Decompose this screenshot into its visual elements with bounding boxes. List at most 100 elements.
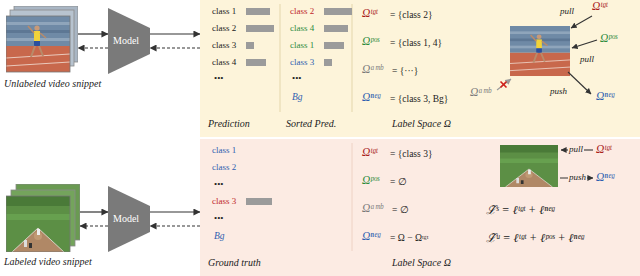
athletics-snippet-part-part	[6, 62, 70, 66]
prediction-bar	[246, 8, 274, 66]
panel-text: Ωᵗᵍᵗ	[592, 0, 607, 14]
panel-text: pull	[568, 144, 584, 155]
baseball-thumbnail-part	[500, 159, 558, 164]
panel-text: = Ω − Ωᵗᵍᵗ	[390, 233, 428, 244]
panel-text: Ωⁿᵉᵍ	[596, 90, 614, 104]
athletics-thumbnail-part	[510, 53, 570, 76]
labeled-panel: class 1class 2•••class 3•••BgGround trut…	[200, 139, 640, 276]
prediction-bar-part	[246, 59, 266, 66]
athletics-thumbnail-part	[536, 39, 542, 48]
sorted-bar-part	[324, 59, 332, 66]
panel-text: class 3	[212, 196, 236, 207]
panel-text: class 4	[290, 23, 314, 34]
truth-bar	[246, 198, 272, 205]
panel-text: Ωᵖᵒˢ	[600, 32, 617, 46]
panel-text: class 1	[212, 6, 236, 17]
panel-text: Prediction	[208, 118, 250, 130]
panel-text: Bg	[292, 92, 303, 103]
athletics-snippet-part	[6, 16, 70, 72]
blocked-mark-part	[501, 82, 507, 88]
unlabeled-panel: class 1 class 2 class 3 class 4 ••• Predictio…	[200, 0, 640, 137]
video-snippet: Labeled video snippet	[6, 184, 80, 252]
athletics-thumbnail-part	[542, 41, 548, 45]
gradient-arrow	[80, 225, 108, 226]
pull-push-arrow	[497, 16, 597, 94]
snippet-caption: Unlabeled video snippet	[4, 78, 101, 90]
athletics-snippet-part-part	[6, 16, 70, 46]
panel-text: pull	[580, 54, 594, 65]
sorted-bar-part	[324, 42, 344, 49]
athletics-snippet-part-part	[40, 33, 46, 38]
baseball-snippet-part-part	[24, 240, 27, 247]
unlabeled-panel-art-part	[280, 4, 281, 112]
panel-text: class 3	[212, 40, 236, 51]
athletics-snippet-part-part	[34, 31, 40, 41]
snippet-caption: Labeled video snippet	[4, 256, 92, 268]
panel-text: •••	[292, 73, 301, 84]
panel-text: Ωⁿᵉᵍ	[596, 171, 614, 185]
panel-text: Ωⁿᵉᵍ	[362, 91, 380, 105]
baseball-snippet-part-part	[6, 196, 70, 206]
panel-text: •••	[214, 73, 223, 84]
athletics-snippet-part-part	[6, 46, 70, 72]
baseball-thumbnail-part	[500, 145, 558, 153]
sorted-bar-part	[324, 8, 352, 15]
baseball-thumbnail-part	[528, 170, 531, 175]
panel-text: Ωᵗᵍᵗ	[596, 143, 611, 157]
panel-text: ℒ̃ᵘ = ℓᵗᵍᵗ + ℓᵖᵒˢ + ℓⁿᵉᵍ	[486, 231, 584, 245]
athletics-thumbnail-part	[510, 26, 570, 53]
baseball-snippet-part-part	[29, 243, 32, 248]
panel-text: Ωᵗᵍᵗ	[362, 7, 377, 21]
panel-text: Ωᵃᵐᵇ	[362, 63, 383, 77]
athletics-snippet-part-part	[6, 22, 70, 25]
baseball-snippet-part-part	[6, 196, 70, 252]
athletics-snippet-part-part	[6, 54, 70, 58]
panel-text: Ωᵖᵒˢ	[362, 35, 379, 49]
blocked-mark-part	[501, 82, 507, 88]
panel-text: class 1	[290, 40, 314, 51]
panel-text: Sorted Pred.	[286, 118, 336, 130]
baseball-snippet	[6, 184, 80, 252]
baseball-snippet-part	[6, 196, 70, 252]
prediction-bar-part	[246, 8, 270, 15]
athletics-thumbnail-part	[510, 60, 570, 64]
unlabeled-panel-art-part	[352, 4, 353, 112]
baseball-thumbnail-part	[529, 169, 553, 187]
panel-text: class 4	[212, 57, 236, 68]
panel-text: Label Space Ω	[392, 118, 451, 130]
panel-text: = {class 1, 4}	[390, 38, 442, 49]
panel-text: Ωᵃᵐᵇ	[362, 202, 383, 216]
labeled-panel-art-part	[352, 143, 353, 251]
baseball-thumbnail-part	[500, 145, 558, 187]
flow-arrow	[78, 33, 108, 34]
baseball-thumbnail-part	[505, 169, 552, 187]
panel-text: = {class 3, Bg}	[390, 94, 448, 105]
panel-text: Bg	[214, 231, 225, 242]
panel-text: Ωⁿᵉᵍ	[362, 230, 380, 244]
panel-text: class 2	[290, 6, 314, 17]
athletics-snippet-part-part	[28, 26, 34, 33]
athletics-snippet	[6, 6, 78, 74]
athletics-thumbnail-part	[531, 35, 537, 41]
baseball-snippet-part-part	[6, 196, 70, 252]
baseball-snippet-part-part	[12, 228, 38, 252]
model-label: Model	[113, 213, 139, 225]
panel-text: = {···}	[392, 66, 418, 77]
labeled-panel-art	[200, 139, 640, 276]
model-block: Model	[108, 186, 150, 252]
panel-text: = ∅	[390, 177, 407, 188]
athletics-snippet-part-part	[34, 41, 40, 46]
athletics-snippet-part-part	[39, 46, 43, 56]
athletics-thumbnail-part	[541, 53, 545, 62]
panel-text: class 2	[212, 162, 236, 173]
pull-push-arrow-part	[568, 72, 591, 94]
model-block: Model	[108, 8, 150, 74]
gradient-arrow	[150, 47, 200, 48]
baseball-snippet-part-part	[38, 228, 64, 252]
baseball-snippet-part-part	[6, 214, 70, 220]
baseball-thumbnail-part	[521, 180, 524, 184]
model-trapezoid	[108, 186, 150, 252]
baseball-thumbnail	[500, 145, 558, 187]
panel-text: class 2	[212, 23, 236, 34]
